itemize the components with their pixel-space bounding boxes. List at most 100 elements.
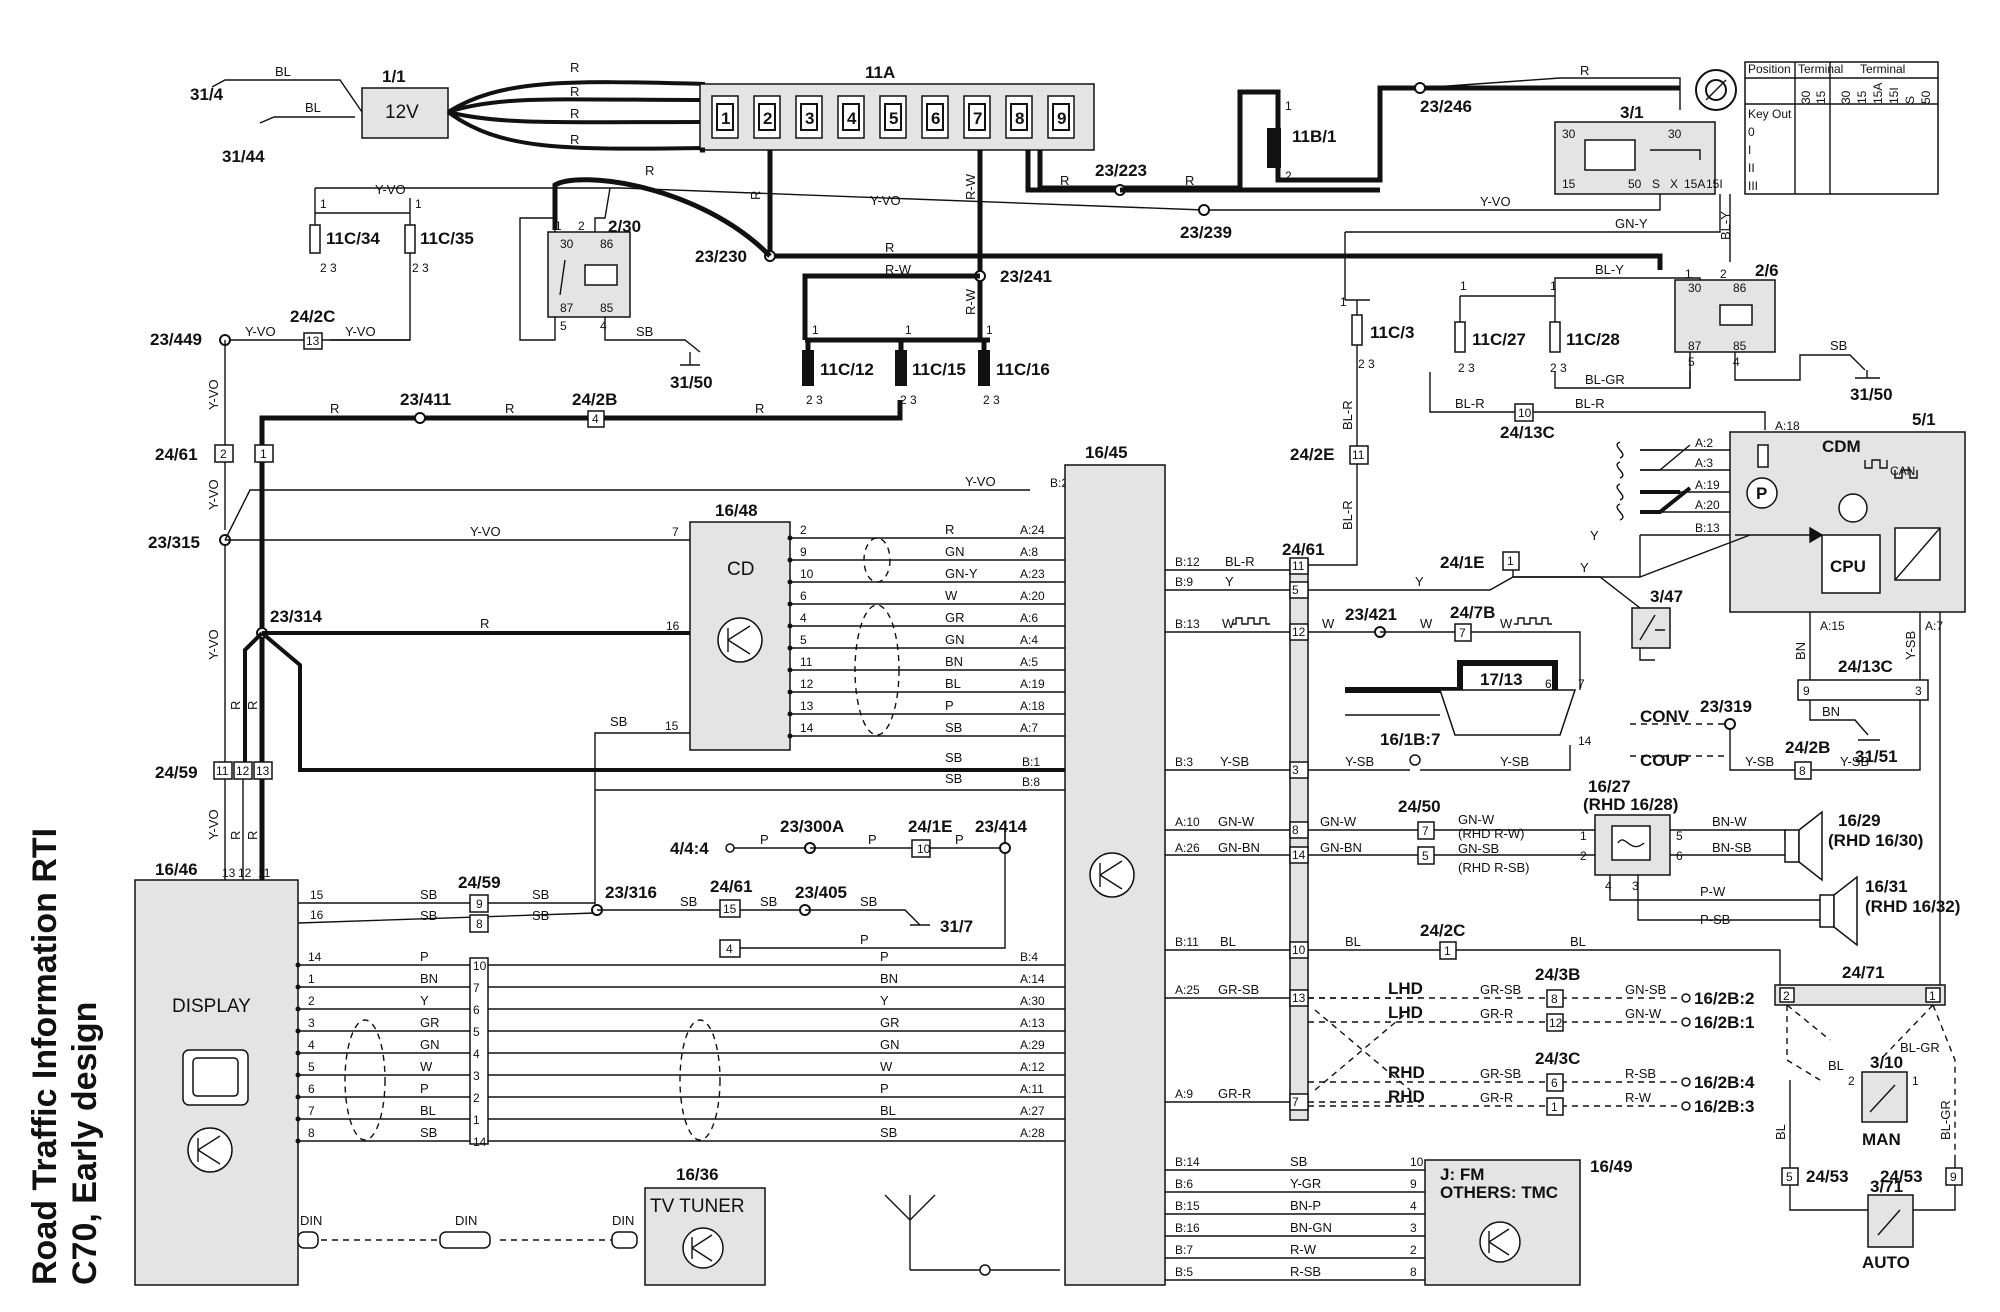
svg-text:86: 86: [600, 237, 614, 251]
splice-23-421: 23/421: [1345, 605, 1397, 624]
wire-label: Y-VO: [345, 324, 376, 339]
svg-text:15: 15: [723, 902, 737, 916]
wire-label: BL: [1773, 1124, 1788, 1140]
wire-label: GR-SB: [1218, 982, 1259, 997]
cdm-pin: A:15: [1820, 619, 1845, 633]
svg-text:2 3: 2 3: [983, 393, 1000, 407]
wire-label: R: [480, 616, 489, 631]
wire-label: R: [330, 401, 339, 416]
display-wire-color: P: [880, 1081, 889, 1096]
cdm-wire-row: A:19: [1616, 478, 1730, 501]
svg-text:85: 85: [600, 301, 614, 315]
connector-4-4-4: 4/4:4: [670, 839, 709, 858]
wire-label: BL: [1828, 1058, 1844, 1073]
wire-label: BL-GR: [1900, 1040, 1940, 1055]
fuse-11a-7: 7: [963, 95, 991, 139]
wire-label: Y-VO: [206, 379, 221, 410]
cd-pin: 6: [800, 589, 807, 603]
fusebox-id: 11A: [865, 63, 895, 82]
relay-26-id: 2/6: [1755, 261, 1779, 280]
display-16-46: 16/46 DISPLAY: [134, 860, 299, 1286]
display-pin: 1: [308, 972, 315, 986]
cd-wire-color: GR: [945, 610, 965, 625]
connector-24-61-a: 24/61: [155, 445, 198, 464]
connector-16-1b7: 16/1B:7: [1380, 730, 1440, 749]
wire-label: BL-R: [1225, 554, 1255, 569]
wire-label: GN-BN: [1320, 840, 1362, 855]
table-col: 30: [1839, 90, 1853, 104]
svg-text:2 3: 2 3: [900, 393, 917, 407]
connector-24-59-b: 24/59: [458, 873, 501, 892]
cd-wire-color: BN: [945, 654, 963, 669]
fuse-11a-9: 9: [1047, 95, 1075, 139]
svg-text:8: 8: [1799, 764, 1806, 778]
wire-label: GN-Y: [1615, 216, 1648, 231]
switch-310-id: 3/10: [1870, 1053, 1903, 1072]
table-row: I: [1748, 143, 1751, 157]
wire-label: GR-R: [1480, 1090, 1513, 1105]
connector-pin: 14: [473, 1135, 487, 1149]
connector-24-1e-b: 24/1E: [1440, 553, 1484, 572]
wire-label: SB: [532, 887, 549, 902]
fm-wire-color: BN-P: [1290, 1198, 1321, 1213]
wire-label: R: [570, 84, 579, 99]
svg-text:87: 87: [1688, 339, 1702, 353]
svg-text:3: 3: [1915, 684, 1922, 698]
fm-hub-pin: B:5: [1175, 1265, 1193, 1279]
svg-text:1: 1: [415, 197, 422, 211]
svg-text:12: 12: [1549, 1016, 1563, 1030]
svg-text:5: 5: [1676, 829, 1683, 843]
svg-text:12: 12: [1292, 625, 1306, 639]
ground-31-51: 31/51: [1855, 747, 1898, 766]
display-wire-color: Y: [880, 993, 889, 1008]
wire-label: Y-VO: [375, 182, 406, 197]
svg-text:4: 4: [592, 412, 599, 426]
svg-text:9: 9: [1803, 684, 1810, 698]
display-wire-color: BN: [420, 971, 438, 986]
ground-31-50-a: 31/50: [670, 373, 713, 392]
connector-24-61-b: 24/61: [710, 877, 753, 896]
svg-text:5: 5: [1422, 849, 1429, 863]
wire-label: BL: [1570, 934, 1586, 949]
fuse-number: 2: [763, 109, 772, 128]
display-wire-color: BL: [880, 1103, 896, 1118]
svg-text:1: 1: [986, 323, 993, 337]
hub-pin: B:8: [1022, 775, 1040, 789]
fm-tmc-line1: J: FM: [1440, 1165, 1484, 1184]
diag-connector-id: 17/13: [1480, 670, 1523, 689]
wire-label: SB: [636, 324, 653, 339]
wire-label: BL: [275, 64, 291, 79]
svg-text:1: 1: [1580, 829, 1587, 843]
wire-label: R: [570, 60, 579, 75]
dest-16-2b3: 16/2B:3: [1694, 1097, 1754, 1116]
wire-label: BL-GR: [1585, 372, 1625, 387]
wire-label: BL-GR: [1938, 1100, 1953, 1140]
svg-text:1: 1: [1460, 279, 1467, 293]
display-label: DISPLAY: [172, 996, 251, 1017]
svg-text:1: 1: [1551, 1100, 1558, 1114]
table-col: 15I: [1887, 87, 1901, 104]
din-label: DIN: [612, 1213, 634, 1228]
dest-16-2b2: 16/2B:2: [1694, 989, 1754, 1008]
cd-wire-color: GN: [945, 632, 965, 647]
connector-pin: 7: [473, 981, 480, 995]
wire-label: R-W: [963, 288, 978, 315]
ground-31-50-b: 31/50: [1850, 385, 1893, 404]
wire-label: Y-SB: [1903, 631, 1918, 660]
speaker1-id: 16/29: [1838, 811, 1881, 830]
svg-text:11: 11: [258, 866, 271, 880]
cdm-pin: A:20: [1695, 498, 1720, 512]
display-pin: 4: [308, 1038, 315, 1052]
svg-text:15: 15: [665, 719, 679, 733]
display-hub-pin: A:13: [1020, 1016, 1045, 1030]
cdm-pin: A:7: [1925, 619, 1943, 633]
svg-text:4: 4: [1605, 879, 1612, 893]
connector-24-3c: 24/3C: [1535, 1049, 1580, 1068]
fuse-11a-8: 8: [1005, 95, 1033, 139]
display-wire-color: P: [420, 949, 429, 964]
